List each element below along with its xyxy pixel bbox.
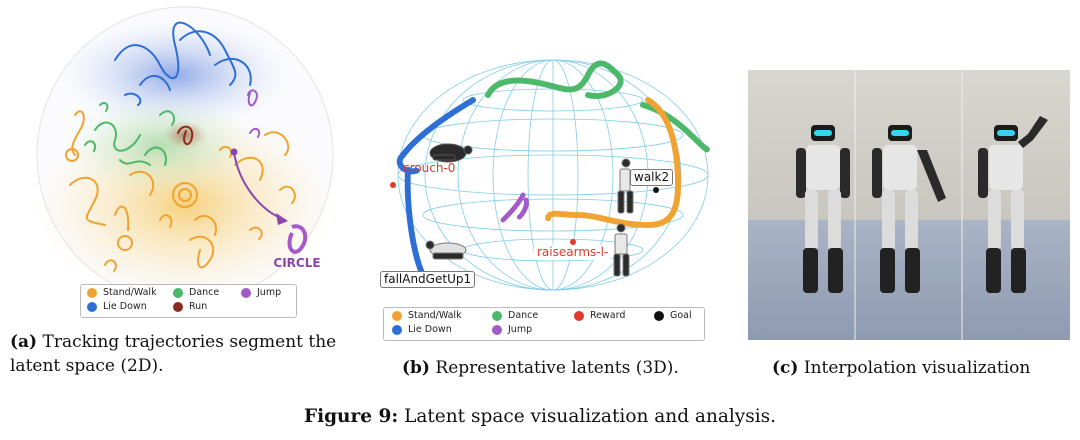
legend-item-goal: Goal <box>654 310 692 321</box>
legend-item-lie-down: Lie Down <box>87 301 147 312</box>
legend-item-jump: Jump <box>241 287 281 298</box>
reward-point-raisearms <box>570 239 576 245</box>
robot-pose-crouch <box>429 143 473 163</box>
dance-trajectories <box>84 101 176 166</box>
figure-caption: Figure 9: Latent space visualization and… <box>0 406 1080 427</box>
circle-annotation-label: CIRCLE <box>273 256 320 270</box>
dance-latent-points <box>485 60 711 153</box>
legend-item-stand-walk: Stand/Walk <box>87 287 157 298</box>
panel-c-interpolation-photo <box>748 70 1070 340</box>
legend-item-run: Run <box>173 301 207 312</box>
panel-b-3d-latent-sphere: crouch-0 walk2 fallAndGetUp1 raisearms-l… <box>378 55 728 345</box>
caption-a: (a) Tracking trajectories segment the la… <box>10 330 370 378</box>
jump-marker <box>241 287 251 298</box>
lie-down-marker <box>87 301 97 312</box>
caption-b-text: Representative latents (3D). <box>435 358 679 378</box>
jump-latent-points <box>500 192 529 223</box>
run-marker <box>173 301 183 312</box>
goal-marker <box>654 310 664 321</box>
reward-point-crouch <box>390 182 396 188</box>
tag-crouch: crouch-0 <box>403 161 456 175</box>
run-trajectories <box>177 125 194 146</box>
caption-b-label: (b) <box>402 358 430 378</box>
figure-caption-label: Figure 9: <box>303 406 399 427</box>
figure-caption-text: Latent space visualization and analysis. <box>404 406 777 427</box>
tag-raisearms: raisearms-l- <box>534 245 612 260</box>
stand-walk-latent-points <box>545 97 682 228</box>
lie-down-latent-points <box>396 97 476 278</box>
legend-item-lie-down: Lie Down <box>392 324 452 335</box>
caption-c: (c) Interpolation visualization <box>772 356 1072 380</box>
caption-a-text: Tracking trajectories segment the latent… <box>10 332 337 376</box>
caption-b: (b) Representative latents (3D). <box>402 356 722 380</box>
lie-down-trajectories <box>114 21 252 106</box>
panel-a-2d-latent-plot: CIRCLE Stand/Walk Dance Jump Lie Down Ru… <box>10 5 360 323</box>
robot-frame-1 <box>796 125 850 293</box>
legend-item-dance: Dance <box>173 287 219 298</box>
dance-marker <box>173 287 183 298</box>
lie-down-marker <box>392 324 402 335</box>
caption-c-text: Interpolation visualization <box>803 358 1031 378</box>
stand-walk-trajectories <box>65 110 296 272</box>
stand-walk-marker <box>392 310 402 321</box>
caption-a-label: (a) <box>10 332 38 352</box>
robot-pose-raisearms <box>613 223 630 277</box>
panel-b-legend: Stand/Walk Dance Reward Goal Lie Down Ju… <box>383 307 705 341</box>
dance-marker <box>492 310 502 321</box>
legend-item-reward: Reward <box>574 310 625 321</box>
robot-frame-3 <box>978 116 1048 293</box>
jump-trajectories <box>247 89 261 138</box>
robot-pose-walk <box>617 158 634 214</box>
robot-frame-2 <box>872 125 946 293</box>
dance-region <box>65 95 255 195</box>
legend-item-dance: Dance <box>492 310 538 321</box>
panel-a-legend: Stand/Walk Dance Jump Lie Down Run <box>80 284 297 318</box>
goal-point-walk2 <box>653 187 659 193</box>
caption-c-label: (c) <box>772 358 799 378</box>
reward-marker <box>574 310 584 321</box>
robot-pose-fall <box>425 240 467 260</box>
stand-walk-marker <box>87 287 97 298</box>
legend-item-stand-walk: Stand/Walk <box>392 310 462 321</box>
legend-item-jump: Jump <box>492 324 532 335</box>
circle-annotation: CIRCLE <box>230 148 321 270</box>
tag-fallandgetup: fallAndGetUp1 <box>380 271 476 288</box>
tag-walk2: walk2 <box>630 169 674 186</box>
jump-marker <box>492 324 502 335</box>
